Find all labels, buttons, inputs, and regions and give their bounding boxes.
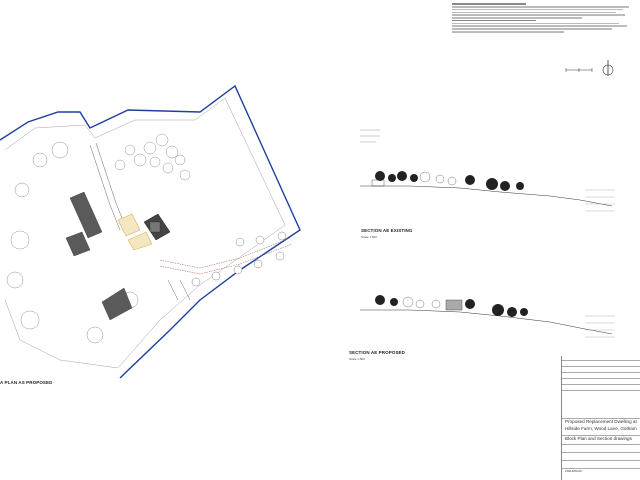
proposed-dwelling xyxy=(117,213,171,251)
section-proposed-scale: Scale 1:500 xyxy=(349,357,365,361)
notes-block xyxy=(452,2,638,34)
building-barn-3 xyxy=(101,287,133,321)
driveway xyxy=(159,237,291,269)
title-block: Proposed Replacement Dwelling at Hillsid… xyxy=(561,356,640,480)
site-plan-title: A PLAN AS PROPOSED xyxy=(0,380,53,385)
tree-cluster xyxy=(6,133,191,344)
site-boundary-line xyxy=(0,84,301,379)
level-markers xyxy=(585,189,615,338)
project-name-line1: Proposed Replacement Dwelling at xyxy=(565,419,637,424)
section-proposed-drawing xyxy=(360,295,613,335)
section-existing-drawing xyxy=(360,129,613,207)
site-outline xyxy=(4,97,286,369)
project-name-line2: Hillside Farm, Wood Lane, Gotham xyxy=(565,426,637,431)
driveway xyxy=(159,243,293,275)
north-arrow-icon xyxy=(602,60,614,76)
scale-bar xyxy=(565,68,593,72)
track-line xyxy=(95,142,127,229)
track-line xyxy=(89,144,121,231)
section-existing-title: SECTION AE EXISTING xyxy=(361,228,413,233)
drawing-status: PRELIMINARY xyxy=(565,470,583,473)
drawing-title: Block Plan and Section drawings xyxy=(565,436,632,441)
section-proposed-title: SECTION AE PROPOSED xyxy=(349,350,405,355)
section-marker xyxy=(179,279,191,301)
tree-row xyxy=(191,231,287,287)
building-barn-1 xyxy=(69,191,103,239)
section-marker xyxy=(167,279,179,301)
building-barn-2 xyxy=(65,231,91,257)
section-existing-scale: Scale 1:500 xyxy=(361,235,377,239)
